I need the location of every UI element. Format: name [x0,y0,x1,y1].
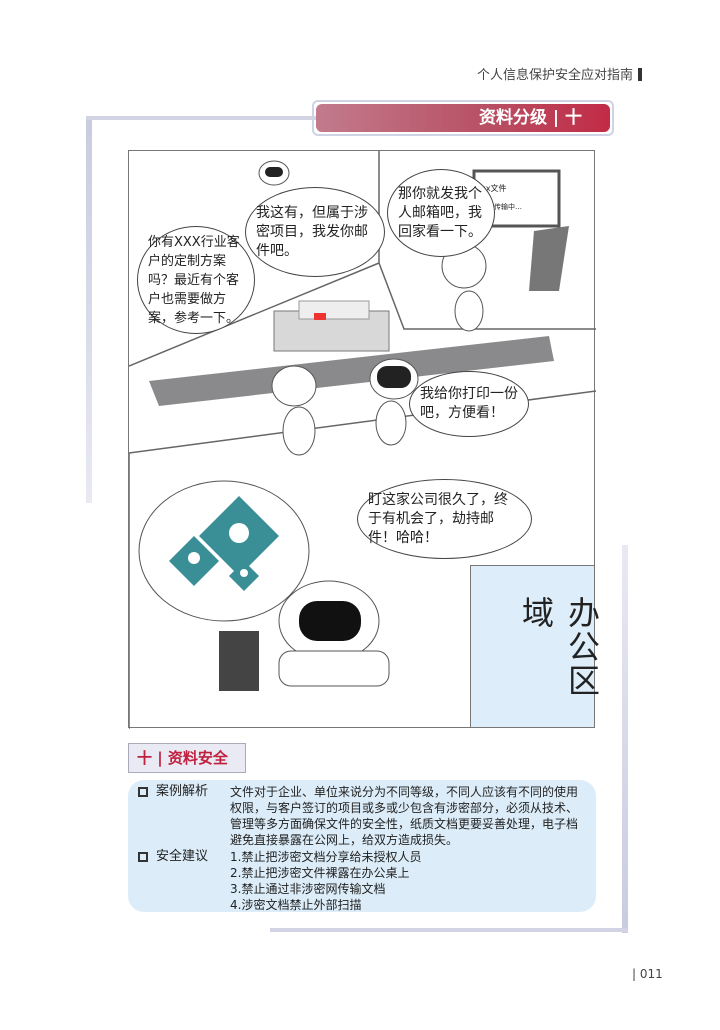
advice-label: 安全建议 [156,849,209,864]
case-label: 案例解析 [156,784,209,799]
checkbox-icon [138,852,148,862]
advice-item: 3.禁止通过非涉密网传输文档 [230,882,386,896]
decor-bar [622,545,628,933]
speech-bubble: 盯这家公司很久了，终于有机会了，劫持邮件！哈哈！ [357,479,532,559]
decor-line [270,928,628,932]
office-area-label: 办公区域 [470,565,601,728]
section-heading: 十 | 资料安全 [128,743,246,773]
advice-item: 4.涉密文档禁止外部扫描 [230,898,362,912]
case-analysis: 案例解析 文件对于企业、单位来说分为不同等级，不同人应该有不同的使用权限，与客户… [136,784,588,848]
comic-artwork: xx文件 传输中… [129,151,596,729]
chapter-banner: 资料分级 | 十 [312,100,614,136]
advice-item: 2.禁止把涉密文件裸露在办公桌上 [230,866,410,880]
screen-file: xx文件 [481,183,506,193]
header-bar [638,68,642,81]
speech-bubble: 我这有，但属于涉密项目，我发你邮件吧。 [245,187,385,277]
safety-advice: 安全建议 1.禁止把涉密文档分享给未授权人员 2.禁止把涉密文件裸露在办公桌上 … [136,849,588,913]
speech-bubble: 我给你打印一份吧，方便看！ [409,371,529,437]
chapter-title: 资料分级 | 十 [316,104,610,132]
info-box: 案例解析 文件对于企业、单位来说分为不同等级，不同人应该有不同的使用权限，与客户… [128,780,596,912]
case-text: 文件对于企业、单位来说分为不同等级，不同人应该有不同的使用权限，与客户签订的项目… [230,785,579,847]
speech-bubble: 那你就发我个人邮箱吧，我回家看一下。 [387,169,495,257]
advice-item: 1.禁止把涉密文档分享给未授权人员 [230,850,422,864]
page-number: | 011 [632,967,663,981]
area-text: 办公区域 [517,596,601,698]
speech-bubble: 你有XXX行业客户的定制方案吗？最近有个客户也需要做方案，参考一下。 [137,226,255,334]
decor-line [86,116,316,120]
screen-status: 传输中… [494,202,522,211]
page-number-value: 011 [639,967,663,981]
checkbox-icon [138,787,148,797]
book-title: 个人信息保护安全应对指南 [476,68,633,83]
running-header: 个人信息保护安全应对指南 [477,64,642,83]
comic-strip: xx文件 传输中… 你有XXX行业客户的定制方案吗？最近有个客户也需要做方案，参… [128,150,596,729]
decor-bar [86,118,92,503]
